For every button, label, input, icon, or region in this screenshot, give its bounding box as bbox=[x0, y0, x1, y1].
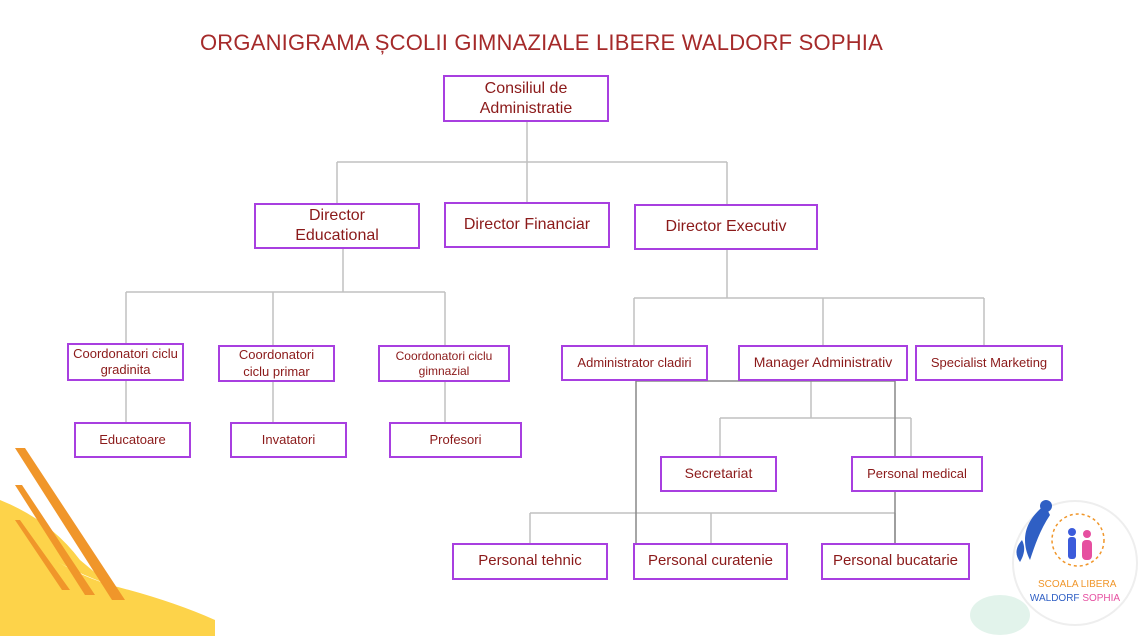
node-personal-curatenie: Personal curatenie bbox=[633, 543, 788, 580]
node-personal-medical: Personal medical bbox=[851, 456, 983, 492]
node-label: Educatoare bbox=[99, 431, 166, 447]
node-director-financiar: Director Financiar bbox=[444, 202, 610, 248]
logo-text-line1: SCOALA LIBERA bbox=[1038, 579, 1117, 590]
node-label: Personal medical bbox=[867, 465, 967, 481]
node-director-executiv: Director Executiv bbox=[634, 204, 818, 250]
node-consiliul-de-administratie: Consiliul de Administratie bbox=[443, 75, 609, 122]
node-director-educational: Director Educational bbox=[254, 203, 420, 249]
node-label: Director Financiar bbox=[463, 216, 591, 233]
node-label: Personal curatenie bbox=[647, 552, 774, 570]
node-label: Invatatori bbox=[261, 431, 316, 447]
node-label: Director Executiv bbox=[665, 218, 787, 235]
node-label: Personal bucatarie bbox=[832, 552, 959, 570]
node-label: Secretariat bbox=[684, 465, 753, 482]
node-coordonatori-ciclu-primar: Coordonatori ciclu primar bbox=[218, 345, 335, 382]
page-title: ORGANIGRAMA ȘCOLII GIMNAZIALE LIBERE WAL… bbox=[200, 30, 883, 55]
node-coordonatori-ciclu-gradinita: Coordonatori ciclu gradinita bbox=[67, 343, 184, 381]
node-personal-tehnic: Personal tehnic bbox=[452, 543, 608, 580]
node-label: Administrator cladiri bbox=[577, 354, 692, 370]
node-label: Director Educational bbox=[295, 207, 379, 244]
logo-text-line2: WALDORF SOPHIA bbox=[1028, 593, 1122, 604]
logo-text-sophia: SOPHIA bbox=[1082, 593, 1121, 604]
node-label: Profesori bbox=[429, 431, 482, 447]
node-coordonatori-ciclu-gimnazial: Coordonatori ciclu gimnazial bbox=[378, 345, 510, 382]
node-manager-administrativ: Manager Administrativ bbox=[738, 345, 908, 381]
node-personal-bucatarie: Personal bucatarie bbox=[821, 543, 970, 580]
node-label: Consiliul de Administratie bbox=[479, 79, 573, 117]
node-educatoare: Educatoare bbox=[74, 422, 191, 458]
node-profesori: Profesori bbox=[389, 422, 522, 458]
node-administrator-cladiri: Administrator cladiri bbox=[561, 345, 708, 381]
node-label: Specialist Marketing bbox=[930, 354, 1048, 370]
node-label: Personal tehnic bbox=[478, 552, 582, 570]
node-specialist-marketing: Specialist Marketing bbox=[915, 345, 1063, 381]
node-label: Coordonatori ciclu gradinita bbox=[73, 345, 178, 377]
node-label: Coordonatori ciclu gimnazial bbox=[395, 348, 493, 378]
node-secretariat: Secretariat bbox=[660, 456, 777, 492]
node-invatatori: Invatatori bbox=[230, 422, 347, 458]
logo-text-waldorf: WALDORF bbox=[1029, 593, 1080, 604]
node-label: Coordonatori ciclu primar bbox=[238, 347, 315, 379]
node-label: Manager Administrativ bbox=[753, 354, 893, 371]
